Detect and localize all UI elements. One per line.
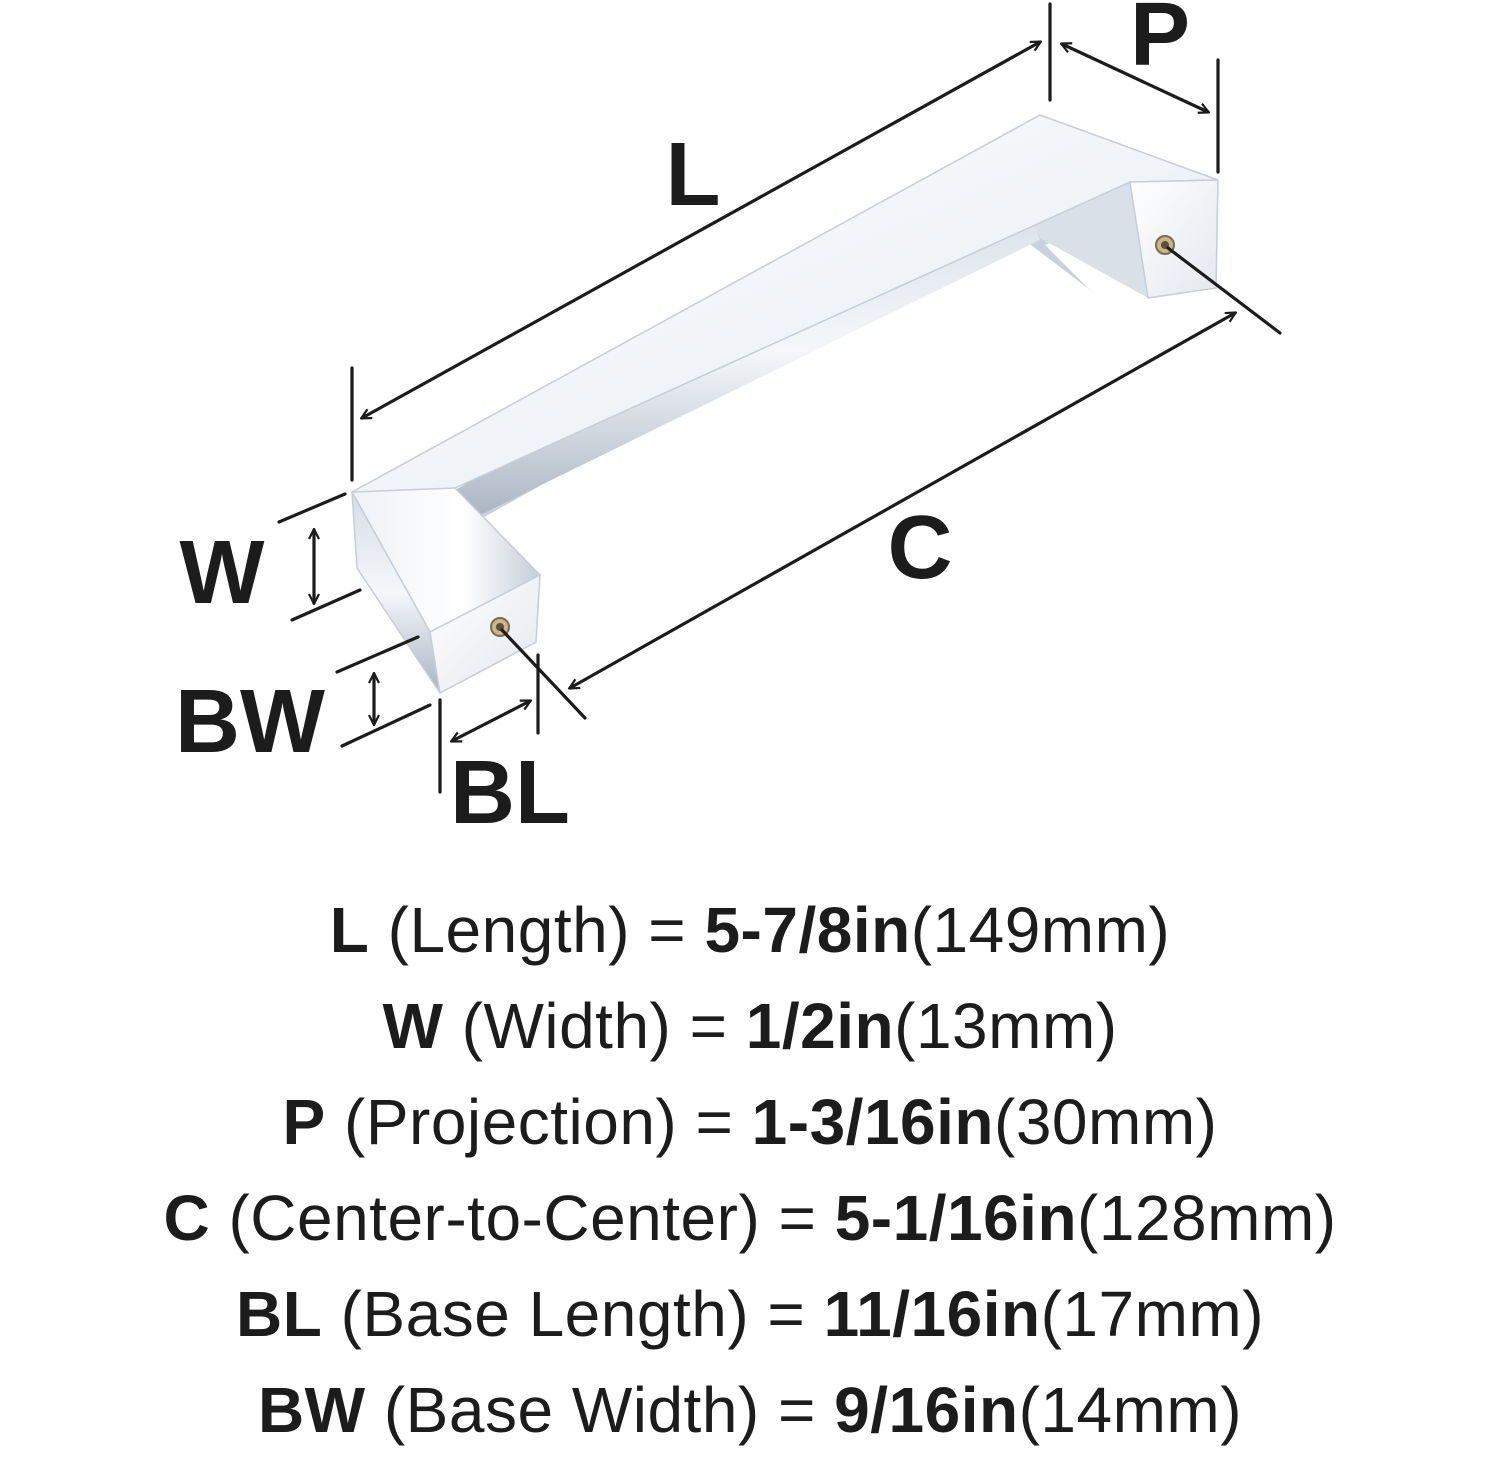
handle-left-base-end — [429, 573, 541, 695]
handle-bar-top — [349, 114, 1219, 511]
spec-equals: = — [778, 1182, 817, 1254]
spec-code: BW — [257, 1374, 366, 1446]
dimension-spec-list: L (Length) = 5-7/8in(149mm) W (Width) = … — [0, 882, 1500, 1458]
spec-row-length: L (Length) = 5-7/8in(149mm) — [0, 882, 1500, 978]
extension-line-bw-bottom — [340, 703, 432, 748]
label-c: C — [888, 498, 953, 598]
spec-code: P — [282, 1086, 326, 1158]
spec-name: (Length) — [387, 894, 631, 966]
label-w: W — [180, 523, 265, 623]
label-p: P — [1130, 0, 1190, 85]
spec-inch-value: 11/16in — [823, 1278, 1041, 1350]
spec-code: L — [329, 894, 370, 966]
spec-mm-value: (17mm) — [1040, 1278, 1264, 1350]
spec-name: (Projection) — [344, 1086, 678, 1158]
spec-code: C — [163, 1182, 211, 1254]
spec-name: (Width) — [461, 990, 672, 1062]
label-bl: BL — [450, 743, 570, 843]
spec-row-base-width: BW (Base Width) = 9/16in(14mm) — [0, 1362, 1500, 1458]
dimension-arrow-bl — [452, 699, 530, 743]
dimension-arrow-p — [1062, 44, 1208, 112]
dimension-arrow-c — [570, 313, 1235, 688]
spec-equals: = — [648, 894, 687, 966]
spec-row-width: W (Width) = 1/2in(13mm) — [0, 978, 1500, 1074]
spec-equals: = — [778, 1374, 816, 1446]
spec-row-center-to-center: C (Center-to-Center) = 5-1/16in(128mm) — [0, 1170, 1500, 1266]
spec-inch-value: 5-7/8in — [704, 894, 911, 966]
spec-code: W — [382, 990, 444, 1062]
label-l: L — [666, 125, 721, 225]
spec-equals: = — [689, 990, 728, 1062]
spec-code: BL — [236, 1278, 323, 1350]
dimension-arrow-l — [362, 42, 1040, 418]
spec-name: (Base Width) — [383, 1374, 760, 1446]
label-bw: BW — [175, 672, 325, 772]
center-line-right — [1166, 246, 1282, 335]
extension-line-bw-top — [335, 635, 420, 674]
spec-inch-value: 1-3/16in — [751, 1086, 995, 1158]
spec-mm-value: (13mm) — [894, 990, 1118, 1062]
spec-equals: = — [695, 1086, 734, 1158]
dimension-diagram: L P C W BW BL — [175, 0, 1282, 843]
spec-mm-value: (14mm) — [1018, 1374, 1243, 1446]
spec-equals: = — [767, 1278, 806, 1350]
center-line-left — [500, 628, 587, 720]
cabinet-pull-handle — [349, 114, 1219, 695]
spec-row-projection: P (Projection) = 1-3/16in(30mm) — [0, 1074, 1500, 1170]
spec-name: (Base Length) — [340, 1278, 750, 1350]
extension-line-w-bottom — [290, 588, 362, 622]
spec-inch-value: 5-1/16in — [834, 1182, 1078, 1254]
spec-inch-value: 1/2in — [745, 990, 895, 1062]
spec-name: (Center-to-Center) — [228, 1182, 761, 1254]
dimension-lines — [277, 2, 1282, 794]
spec-inch-value: 9/16in — [834, 1374, 1019, 1446]
spec-mm-value: (149mm) — [910, 894, 1171, 966]
spec-mm-value: (30mm) — [994, 1086, 1218, 1158]
extension-line-w-top — [277, 492, 347, 524]
spec-row-base-length: BL (Base Length) = 11/16in(17mm) — [0, 1266, 1500, 1362]
spec-mm-value: (128mm) — [1077, 1182, 1337, 1254]
